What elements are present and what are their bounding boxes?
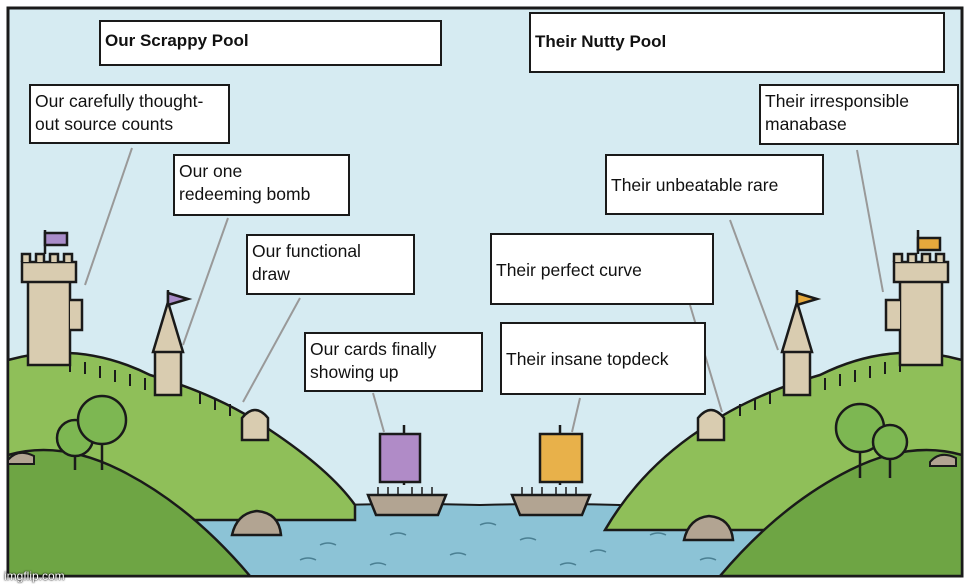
- left-spire: [151, 290, 193, 397]
- right-spire-flag: [795, 291, 822, 307]
- their-ship-sail: [538, 432, 584, 484]
- left-hill-front: [6, 448, 253, 578]
- right-spire: [780, 290, 822, 397]
- left-rock: [230, 509, 283, 537]
- left-hut: [240, 408, 270, 442]
- our-cards-label: Our cards finally showing up: [304, 332, 483, 392]
- our-source-counts-label: Our carefully thought- out source counts: [29, 84, 230, 144]
- our-pool-label: Our Scrappy Pool: [99, 20, 442, 66]
- left-tower-flag: [43, 231, 69, 247]
- right-rock: [682, 514, 735, 542]
- their-manabase-label: Their irresponsible manabase: [759, 84, 959, 145]
- right-tower: [884, 230, 950, 367]
- water-ripples: [259, 522, 717, 566]
- our-bomb-label: Our one redeeming bomb: [173, 154, 350, 216]
- imgflip-watermark: imgflip.com: [4, 569, 65, 583]
- their-topdeck-label: Their insane topdeck: [500, 322, 706, 395]
- their-rare-label: Their unbeatable rare: [605, 154, 824, 215]
- right-hut: [696, 408, 726, 442]
- our-draw-label: Our functional draw: [246, 234, 415, 295]
- their-curve-label: Their perfect curve: [490, 233, 714, 305]
- their-pool-label: Their Nutty Pool: [529, 12, 945, 73]
- right-rock-small: [929, 453, 957, 467]
- left-spire-flag: [166, 291, 193, 307]
- right-trees: [834, 402, 909, 478]
- their-ship: [510, 425, 592, 517]
- left-rock-small: [7, 451, 35, 465]
- our-ship: [366, 425, 448, 517]
- right-hill-front: [717, 448, 964, 578]
- right-tower-flag: [916, 236, 942, 252]
- left-trees: [55, 394, 128, 470]
- left-tower: [20, 230, 84, 367]
- our-ship-sail: [378, 432, 422, 484]
